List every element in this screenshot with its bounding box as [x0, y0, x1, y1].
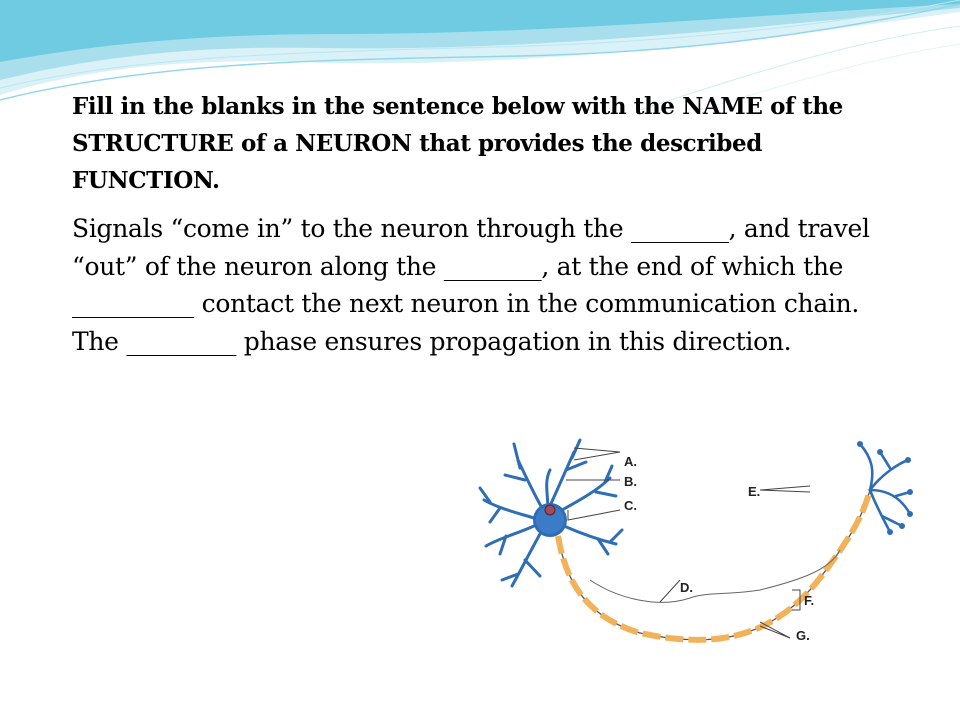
instruction-text: Fill in the blanks in the sentence below…: [72, 93, 843, 194]
label-b: B.: [624, 474, 637, 489]
label-g: G.: [796, 628, 810, 643]
label-a: A.: [624, 454, 637, 469]
fill-in-sentence: Signals “come in” to the neuron through …: [72, 214, 870, 356]
axon-terminals: [858, 442, 912, 534]
myelin-sheath: [555, 489, 873, 643]
nucleus: [544, 504, 556, 516]
label-d: D.: [680, 580, 693, 595]
neuron-diagram: A. B. C. D. E. F. G.: [478, 438, 913, 643]
dendrites: [478, 438, 624, 588]
label-e: E.: [748, 484, 760, 499]
label-c: C.: [624, 498, 637, 513]
label-f: F.: [804, 593, 814, 608]
header-wave-decoration: [0, 0, 960, 110]
